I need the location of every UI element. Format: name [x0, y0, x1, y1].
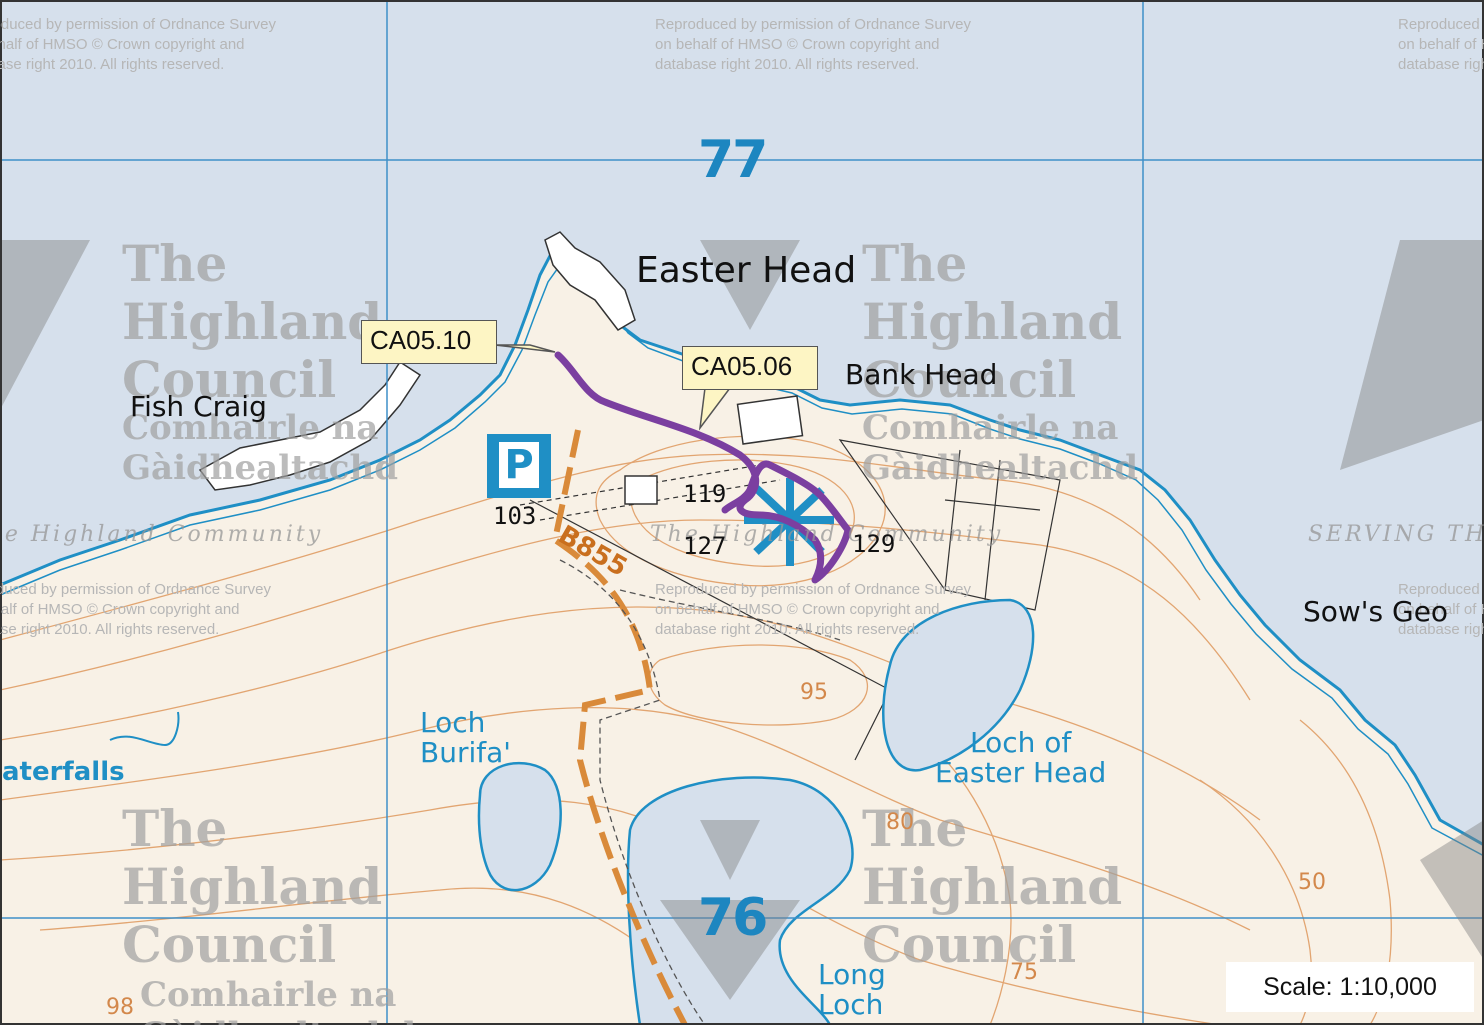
grid-number-76: 76 — [698, 888, 768, 948]
gaelic-watermark: Comhairle na Gàidhealtachd — [122, 408, 398, 488]
long-loch — [626, 776, 854, 1025]
place-sows-geo: Sow's Geo — [1303, 595, 1449, 628]
foreshore-rocks — [198, 360, 422, 491]
spot-height-119: 119 — [683, 480, 727, 508]
place-fish-craig: Fish Craig — [130, 390, 267, 423]
callout-pointer-ca0506 — [698, 387, 732, 431]
contour-lines — [0, 435, 1392, 1025]
gaelic-watermark: Comhairle na Gàidhealtachd — [862, 408, 1138, 488]
council-watermark: The Highland Council — [122, 799, 383, 974]
sea-area — [0, 0, 1484, 845]
copyright-watermark: Reproduced by permission of Ordnance Sur… — [0, 16, 276, 73]
field-boundaries — [519, 439, 1061, 761]
scale-label: Scale: 1:10,000 — [1226, 962, 1474, 1012]
gaelic-watermark: Comhairle na Gàidhealtachd — [140, 975, 416, 1025]
contour-label-80: 80 — [886, 810, 914, 835]
serving-watermark: The Highland Community — [650, 522, 1004, 547]
place-waterfalls: aterfalls — [2, 757, 125, 787]
copyright-watermark: Reproduced by permission of Ordnance Sur… — [655, 581, 971, 638]
council-watermark: The Highland Council — [862, 234, 1123, 409]
copyright-watermark: Reproduced by permission of Ordnance Sur… — [0, 581, 271, 638]
track-2 — [619, 589, 841, 641]
road-b855 — [551, 429, 688, 1025]
serving-watermark: SERVING THE HIGHLAND COMMUNITY — [1308, 522, 1484, 547]
parking-icon: P — [487, 434, 551, 498]
copyright-watermark: Reproduced by permission of Ordnance Sur… — [1398, 16, 1484, 73]
contour-label-95: 95 — [800, 680, 828, 705]
headland-rocks — [544, 231, 636, 331]
watermark-logos — [0, 240, 1484, 1000]
water-loch-burifa: Loch Burifa' — [420, 706, 511, 769]
council-watermark: The Highland Council — [122, 234, 383, 409]
council-watermark: The Highland Council — [862, 799, 1123, 974]
water-long-loch: Long Loch — [818, 958, 886, 1021]
contour-label-50: 50 — [1298, 870, 1326, 895]
place-easter-head: Easter Head — [636, 250, 857, 291]
loch-burifa — [477, 761, 562, 892]
loch-of-easter-head — [882, 598, 1035, 772]
track — [559, 559, 706, 1025]
water-loch-of-easter-head: Loch of Easter Head — [935, 726, 1107, 789]
callout-ca0506[interactable]: CA05.06 — [682, 346, 818, 390]
grid-number-77: 77 — [698, 130, 768, 190]
callout-pointer-ca0510 — [494, 344, 556, 353]
spot-height-103: 103 — [493, 502, 537, 530]
contour-label-75: 75 — [1010, 960, 1038, 985]
spot-height-127: 127 — [683, 532, 727, 560]
serving-watermark: The Highland Community — [0, 522, 324, 547]
building — [624, 475, 658, 505]
spot-height-129: 129 — [852, 530, 896, 558]
callout-ca0510[interactable]: CA05.10 — [361, 320, 497, 364]
building — [736, 395, 804, 445]
coastline-inner — [0, 266, 1484, 857]
place-bank-head: Bank Head — [845, 358, 998, 391]
copyright-watermark: Reproduced by permission of Ordnance Sur… — [655, 16, 971, 73]
contour-label-98: 98 — [106, 995, 134, 1020]
stream — [109, 711, 180, 747]
parking-letter: P — [499, 442, 539, 488]
copyright-watermark: Reproduced by permission of Ordnance Sur… — [1398, 581, 1484, 638]
route-line — [554, 351, 852, 584]
